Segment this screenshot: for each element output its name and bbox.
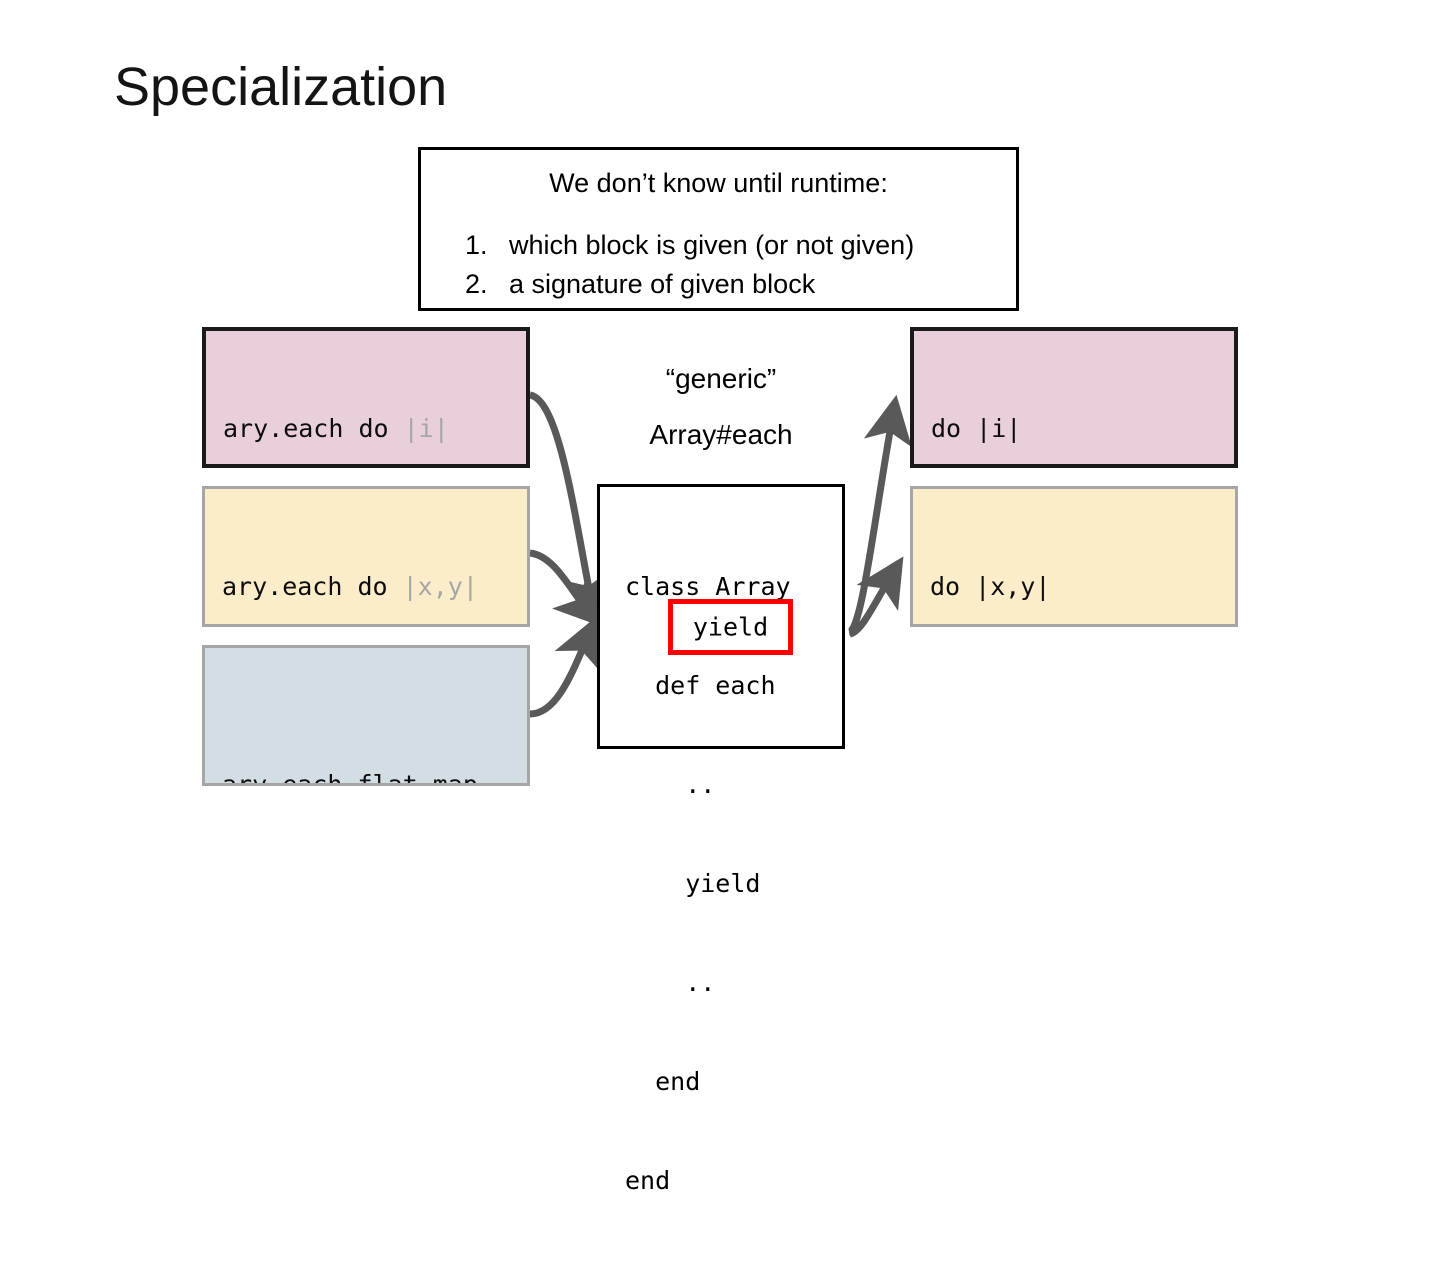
code-token: ary.each do xyxy=(222,572,403,601)
page-title: Specialization xyxy=(114,57,448,117)
block-do-xy[interactable]: do |x,y| x + y end xyxy=(910,486,1238,627)
generic-label: “generic” Array#each xyxy=(597,362,845,451)
code-line: .. xyxy=(625,770,716,799)
code-lines: do |i| puts i end xyxy=(931,346,1051,464)
arrow-generic-to-block-2 xyxy=(848,556,904,638)
code-line: do |x,y| xyxy=(930,570,1050,603)
code-token: |x,y| xyxy=(402,572,478,601)
arrow-callsite-3-to-generic xyxy=(529,616,600,718)
arrow-callsite-2-to-generic xyxy=(529,549,604,628)
callout-item-text: a signature of given block xyxy=(509,269,816,300)
yield-keyword: yield xyxy=(692,612,769,642)
runtime-unknowns-callout: We don’t know until runtime: 1. which bl… xyxy=(418,147,1019,311)
code-line: yield xyxy=(625,869,761,898)
callout-list: 1. which block is given (or not given) 2… xyxy=(447,226,1007,304)
generic-label-method: Array#each xyxy=(649,418,793,450)
code-line: .. xyxy=(625,968,716,997)
code-line: ary.each.flat_map xyxy=(222,768,478,786)
code-lines: do |x,y| x + y end xyxy=(930,504,1050,624)
code-line: ary.each do |x,y| xyxy=(222,570,478,603)
code-lines: ary.each.flat_map xyxy=(222,702,478,786)
code-token: do |i| xyxy=(931,414,1022,443)
arrow-callsite-1-to-generic xyxy=(528,391,611,624)
generic-implementation-box[interactable]: class Array def each .. yield .. end end… xyxy=(597,484,845,1195)
code-line: do |i| xyxy=(931,412,1051,445)
code-token: do |x,y| xyxy=(930,572,1051,601)
code-token: ary.each do xyxy=(223,414,404,443)
call-site-each-xy[interactable]: ary.each do |x,y| x + y end xyxy=(202,486,530,627)
callout-heading: We don’t know until runtime: xyxy=(549,168,888,198)
yield-highlight-box: yield xyxy=(668,599,793,655)
callout-item-number: 2. xyxy=(465,269,488,300)
generic-label-quoted: “generic” xyxy=(665,363,777,394)
code-line: end xyxy=(625,1067,701,1096)
call-site-flat-map[interactable]: ary.each.flat_map xyxy=(202,645,530,786)
code-lines: ary.each do |x,y| x + y end xyxy=(222,504,478,624)
callout-item-text: which block is given (or not given) xyxy=(509,230,915,260)
code-token: ary.each.flat_map xyxy=(222,770,478,786)
arrow-generic-to-block-1 xyxy=(847,394,912,636)
block-do-i[interactable]: do |i| puts i end xyxy=(910,327,1238,468)
slide-canvas: Specialization We don’t know until runti… xyxy=(114,57,1238,1195)
callout-list-item: 2. a signature of given block xyxy=(447,265,1007,304)
code-token: |i| xyxy=(403,414,449,443)
code-line: def each xyxy=(655,671,776,700)
code-line: end xyxy=(625,1166,671,1195)
callout-list-item: 1. which block is given (or not given) xyxy=(447,226,1007,265)
code-line: class Array xyxy=(625,572,791,601)
callout-item-number: 1. xyxy=(465,230,488,260)
code-line: ary.each do |i| xyxy=(223,412,449,445)
code-lines: ary.each do |i| puts i end xyxy=(223,346,449,464)
call-site-each-i[interactable]: ary.each do |i| puts i end xyxy=(202,327,530,468)
